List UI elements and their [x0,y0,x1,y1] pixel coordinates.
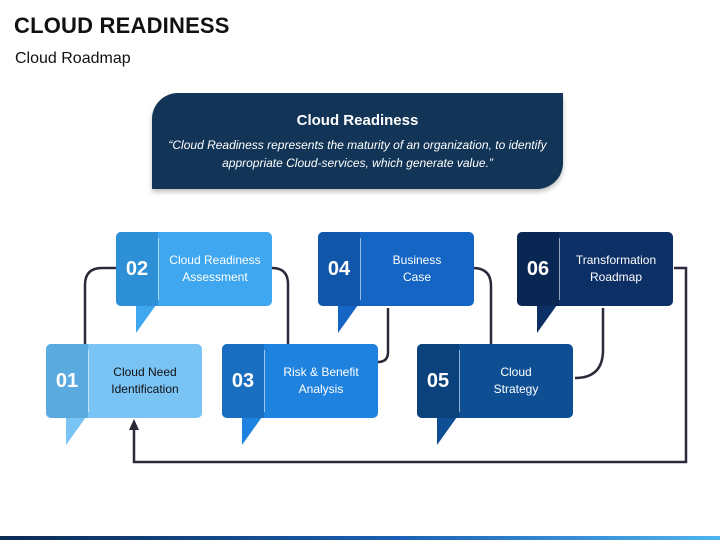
connector-04-05 [472,266,493,344]
step-06-tail [537,305,557,333]
connector-return-loop [132,266,688,464]
step-01-divider [88,350,89,412]
arrowhead-icon [129,419,139,430]
step-04-label: Business Case [392,253,442,284]
step-04: 04 Business Case [318,232,474,333]
step-05-divider [459,350,460,412]
step-05-label: Cloud Strategy [493,365,539,396]
step-06-label: Transformation Roadmap [575,253,657,284]
step-03-tail [242,417,262,445]
connector-03-04 [377,308,390,364]
bottom-accent-bar [0,536,720,540]
step-02-number: 02 [116,232,158,306]
step-04-number: 04 [318,232,360,306]
step-06-divider [559,238,560,300]
step-05: 05 Cloud Strategy [417,344,573,445]
step-03-label: Risk & Benefit Analysis [283,365,359,396]
step-01-tail [66,417,86,445]
banner-quote: “Cloud Readiness represents the maturity… [168,138,547,170]
connector-05-06 [574,308,605,380]
definition-banner: Cloud Readiness “Cloud Readiness represe… [152,93,563,189]
step-06-number: 06 [517,232,559,306]
step-06: 06 Transformation Roadmap [517,232,673,333]
step-05-tail [437,417,457,445]
step-03-divider [264,350,265,412]
connector-02-03 [271,266,290,344]
step-01-label: Cloud Need Identification [111,365,179,396]
step-02-label: Cloud Readiness Assessment [169,253,261,284]
banner-title: Cloud Readiness [296,112,419,129]
page-title: CLOUD READINESS [14,13,230,38]
step-04-divider [360,238,361,300]
step-02: 02 Cloud Readiness Assessment [116,232,272,333]
connector-01-02 [83,266,118,344]
step-05-number: 05 [417,344,459,418]
page-subtitle: Cloud Roadmap [15,50,131,67]
step-03-number: 03 [222,344,264,418]
step-01-number: 01 [46,344,88,418]
step-02-tail [136,305,156,333]
step-01: 01 Cloud Need Identification [46,344,202,445]
step-02-divider [158,238,159,300]
step-03: 03 Risk & Benefit Analysis [222,344,378,445]
step-04-tail [338,305,358,333]
